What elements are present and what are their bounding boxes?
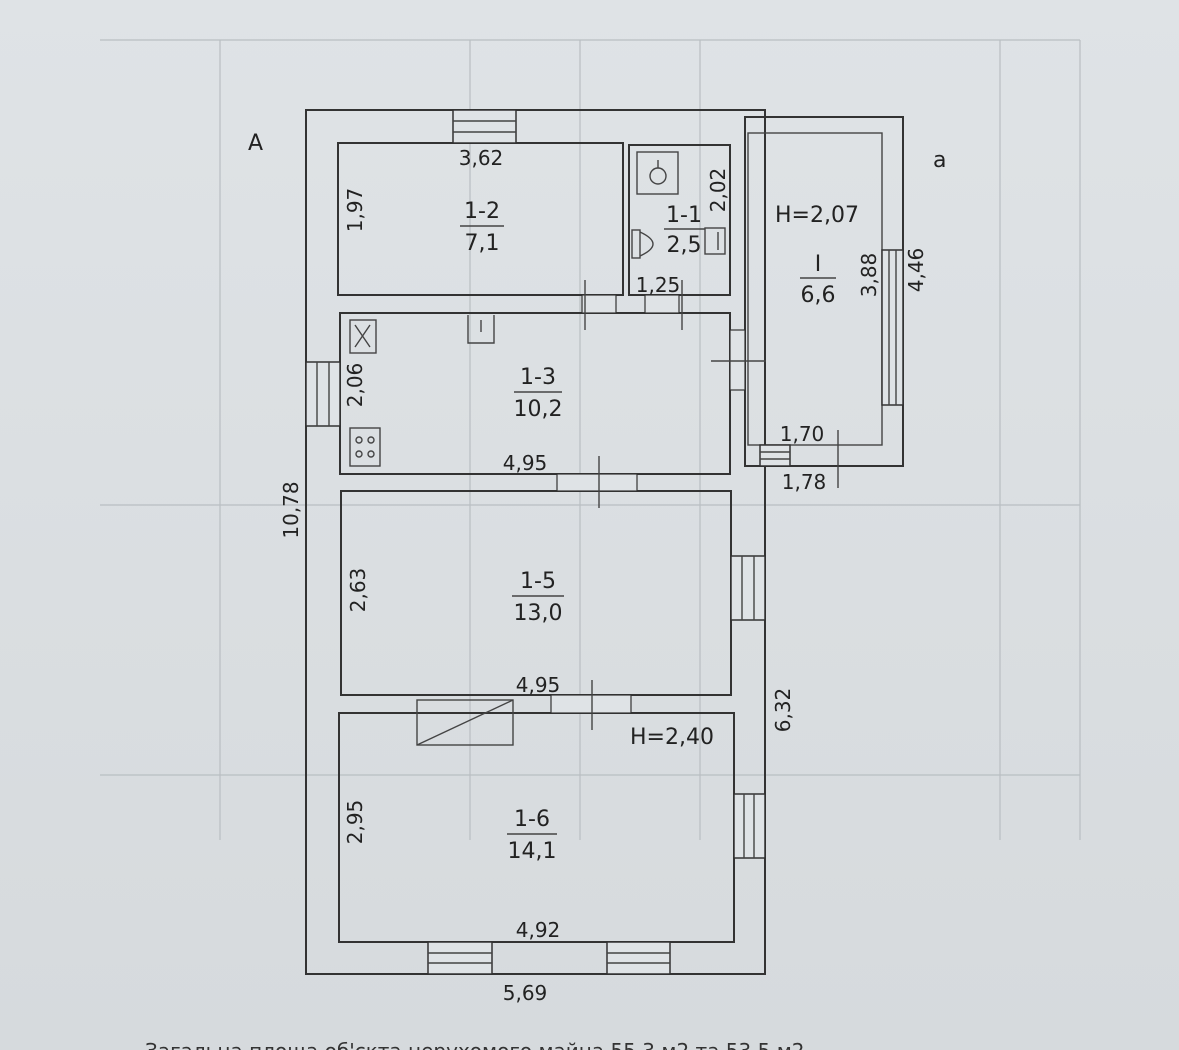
dimension-label: 4,46 bbox=[904, 248, 928, 293]
window-bottom-1 bbox=[427, 941, 493, 975]
room-label-1-2: 1-2 7,1 bbox=[460, 199, 504, 256]
room-id: 1-5 bbox=[520, 569, 556, 594]
door-1-2-to-1-3 bbox=[581, 280, 617, 330]
dimension-label: 4,95 bbox=[516, 673, 561, 697]
door-1-1-to-1-3 bbox=[644, 280, 683, 330]
dimension-label: 1,25 bbox=[636, 273, 681, 297]
dimension-label: 3,88 bbox=[857, 253, 881, 298]
washbasin-icon bbox=[467, 315, 495, 344]
dimension-label: 2,02 bbox=[706, 168, 730, 213]
dimension-label: 5,69 bbox=[503, 981, 548, 1005]
chimney-icon bbox=[349, 319, 377, 354]
room-area: 10,2 bbox=[514, 397, 563, 422]
door-1-3-to-1-5 bbox=[556, 456, 638, 508]
stair-symbol bbox=[416, 699, 514, 746]
window-annex-bottom bbox=[759, 444, 791, 467]
dimension-label: 2,95 bbox=[343, 800, 367, 845]
door-1-5-to-1-6 bbox=[550, 680, 632, 730]
window-left bbox=[305, 361, 341, 427]
room-label-1-6: 1-6 14,1 bbox=[507, 807, 557, 864]
window-top bbox=[452, 109, 517, 144]
dimension-label: 1,70 bbox=[780, 422, 825, 446]
room-label-I: I 6,6 bbox=[800, 252, 836, 308]
annex-height: Н=2,07 bbox=[775, 203, 859, 228]
outer-wall bbox=[305, 109, 766, 975]
building-label: А bbox=[248, 131, 263, 156]
main-height: Н=2,40 bbox=[630, 725, 714, 750]
room-id: 1-1 bbox=[666, 203, 702, 228]
dimension-label: 3,62 bbox=[459, 146, 504, 170]
room-area: 13,0 bbox=[514, 601, 563, 626]
sink-icon bbox=[636, 151, 679, 195]
background-table-lines bbox=[100, 39, 1081, 840]
footer-note: Загальна площа об'єкта нерухомого майна … bbox=[145, 1039, 805, 1050]
room-id: 1-6 bbox=[514, 807, 550, 832]
dimension-label: 1,97 bbox=[343, 188, 367, 233]
room-id: 1-2 bbox=[464, 199, 500, 224]
room-id: I bbox=[815, 252, 822, 277]
room-area: 14,1 bbox=[508, 839, 557, 864]
room-label-1-5: 1-5 13,0 bbox=[512, 569, 564, 626]
window-bottom-2 bbox=[606, 941, 671, 975]
dimension-label: 2,63 bbox=[346, 568, 370, 613]
window-right-2 bbox=[733, 793, 766, 859]
room-1-3 bbox=[339, 312, 731, 475]
door-1-3-to-annex bbox=[711, 329, 766, 391]
dimension-label: 2,06 bbox=[343, 363, 367, 408]
window-right-1 bbox=[730, 555, 766, 621]
dimension-label: 10,78 bbox=[279, 481, 303, 538]
window-annex-right bbox=[881, 249, 904, 406]
boiler-icon bbox=[704, 227, 726, 255]
room-area: 7,1 bbox=[465, 231, 500, 256]
room-label-1-1: 1-1 2,5 bbox=[664, 203, 705, 258]
room-area: 6,6 bbox=[801, 283, 836, 308]
room-area: 2,5 bbox=[667, 233, 702, 258]
dimension-label: 4,95 bbox=[503, 451, 548, 475]
dimension-label: 4,92 bbox=[516, 918, 561, 942]
stove-icon bbox=[349, 427, 381, 467]
room-id: 1-3 bbox=[520, 365, 556, 390]
room-label-1-3: 1-3 10,2 bbox=[514, 365, 563, 422]
toilet-icon bbox=[631, 229, 654, 259]
dimension-label: 6,32 bbox=[771, 688, 795, 733]
dimension-label: 1,78 bbox=[782, 470, 827, 494]
annex-label: а bbox=[933, 148, 946, 173]
